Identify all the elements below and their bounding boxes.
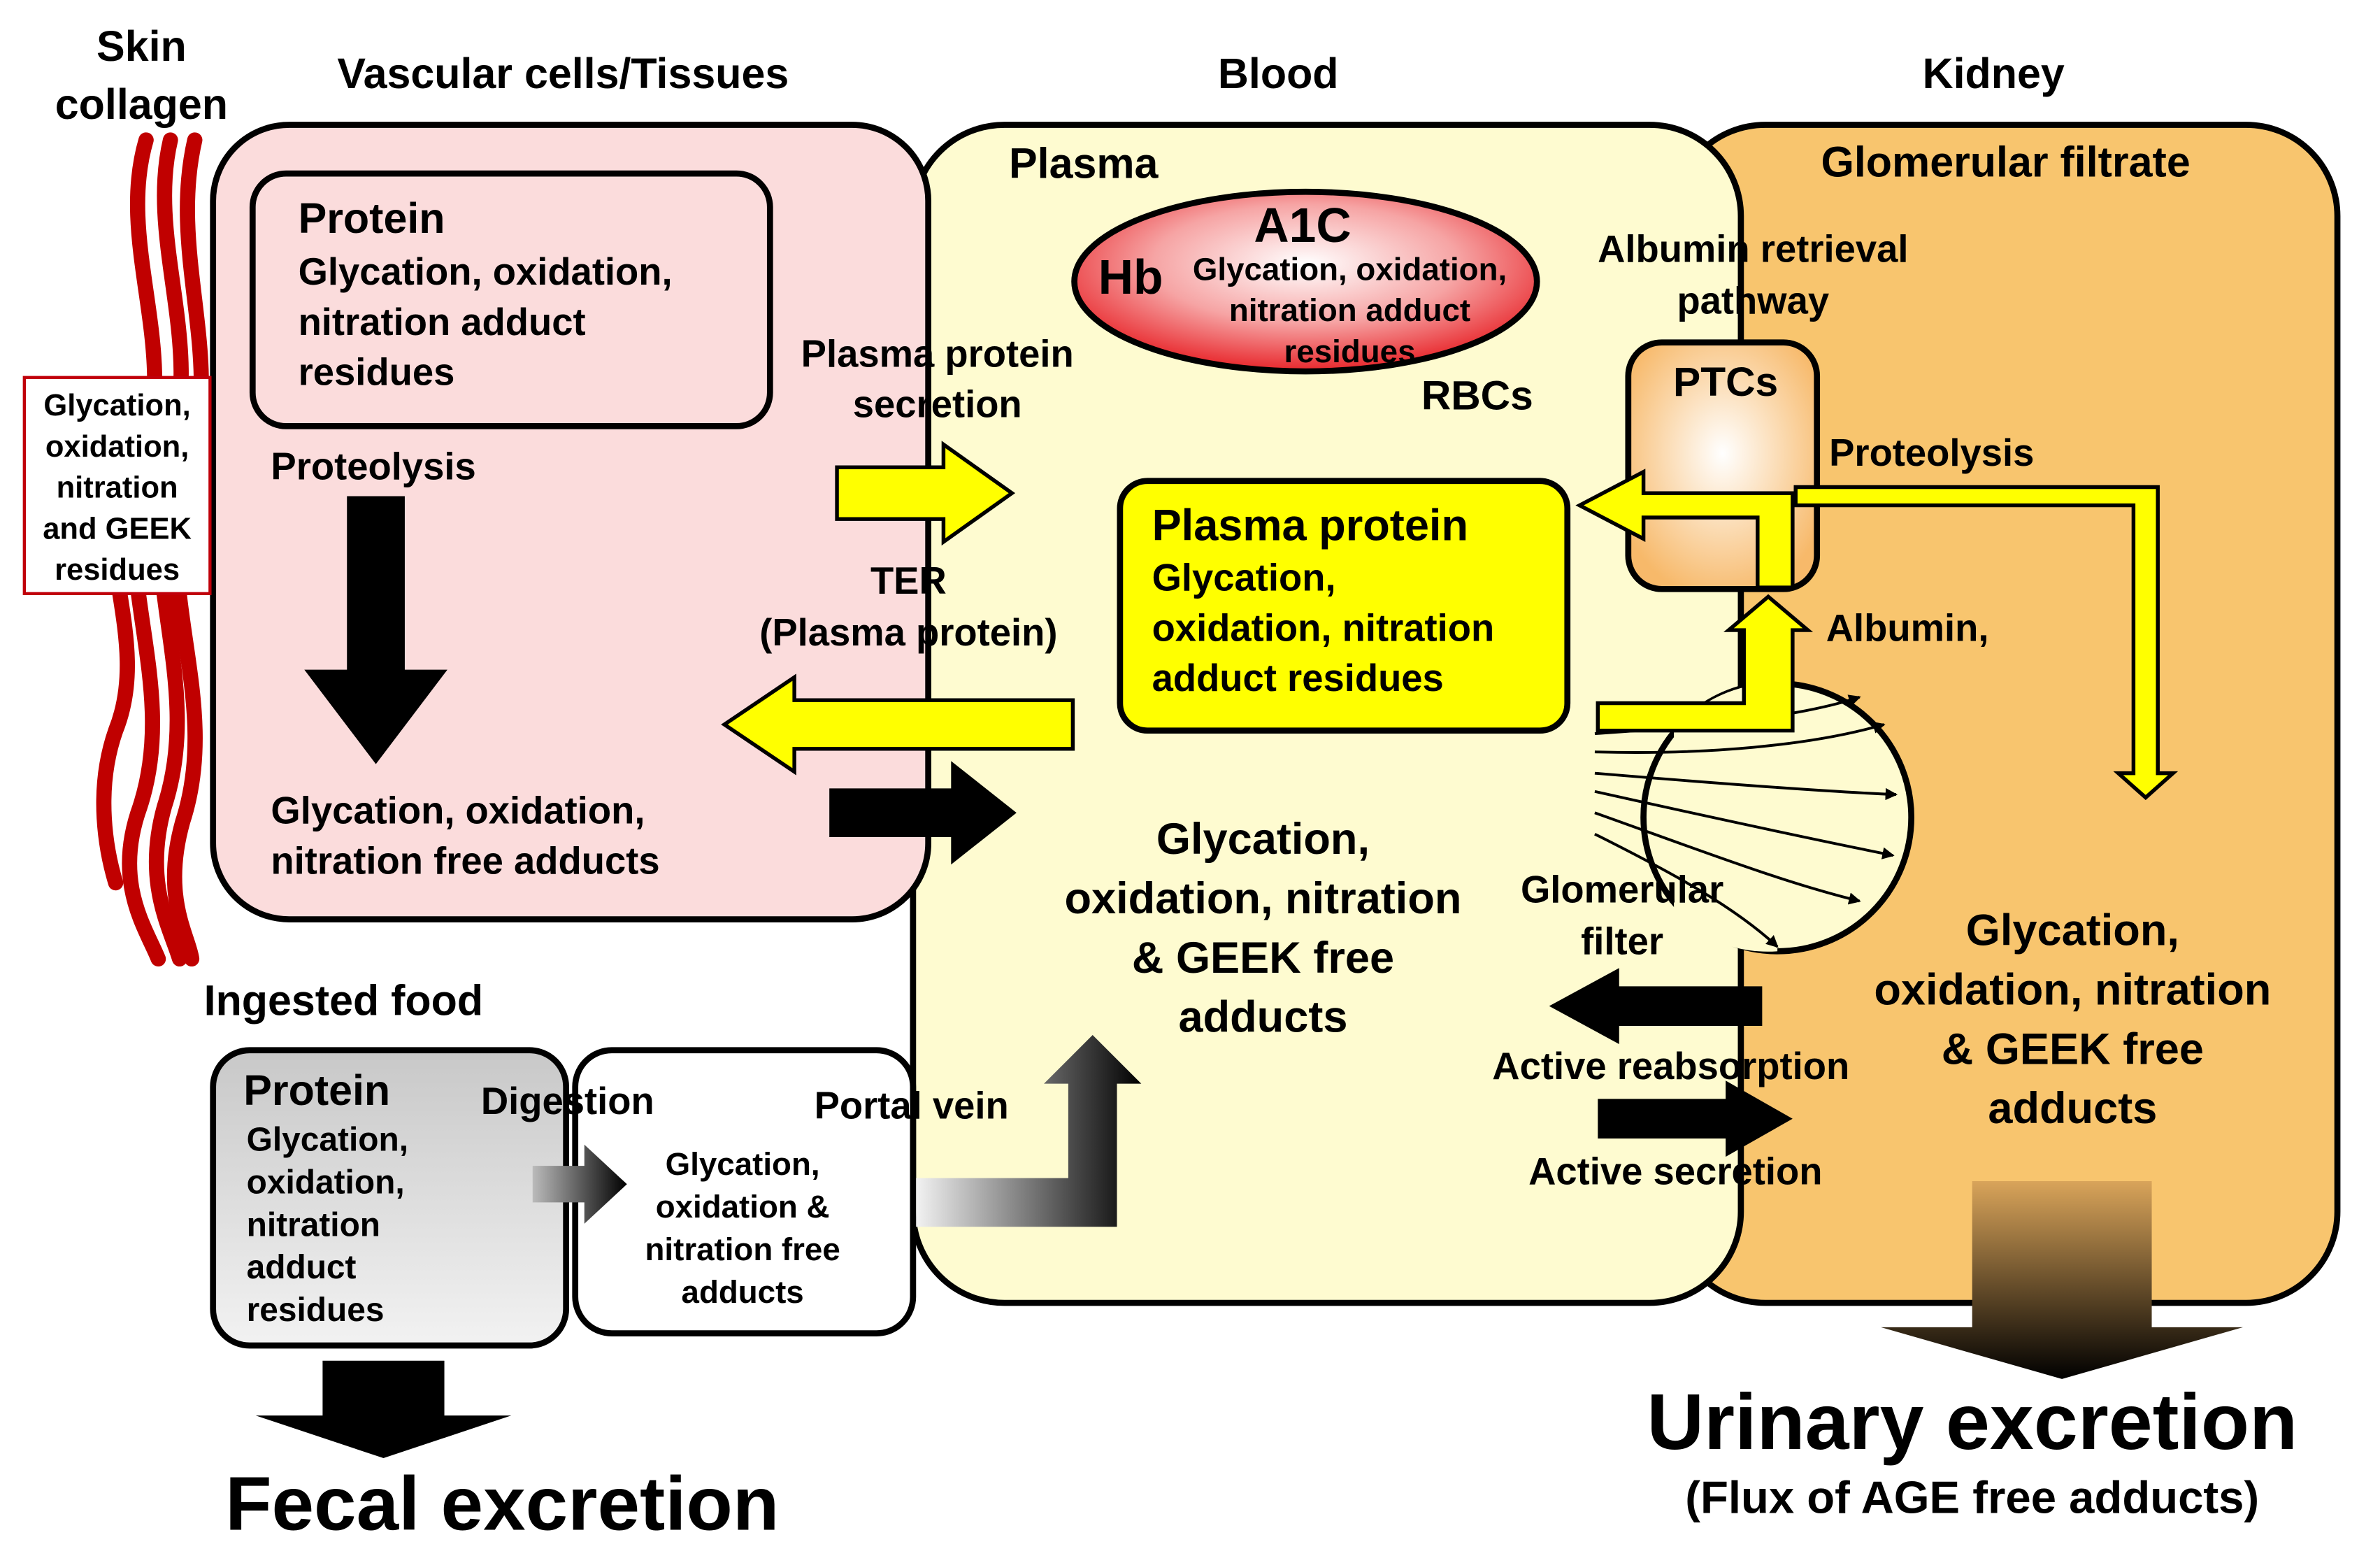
food-free-line3: nitration free: [645, 1232, 840, 1267]
vascular-protein-title: Protein: [299, 194, 445, 242]
skin-residues-line5: residues: [55, 553, 180, 587]
kidney-proteolysis-label: Proteolysis: [1829, 431, 2034, 474]
fecal-excretion-label: Fecal excretion: [225, 1461, 779, 1546]
active-reabsorption-arrow: [1549, 968, 1763, 1045]
ingested-food-label: Ingested food: [204, 977, 483, 1025]
blood-free-adducts-line2: oxidation, nitration: [1064, 874, 1461, 923]
kidney-free-adducts-line2: oxidation, nitration: [1874, 965, 2271, 1014]
vascular-heading: Vascular cells/Tissues: [337, 50, 789, 97]
ter-line2: (Plasma protein): [759, 611, 1057, 654]
food-free-line1: Glycation,: [666, 1146, 820, 1182]
kidney-free-adducts-line3: & GEEK free: [1942, 1025, 2204, 1073]
vascular-protein-line3: residues: [299, 351, 455, 394]
hb-adducts-line3: residues: [1284, 334, 1416, 369]
kidney-heading: Kidney: [1923, 50, 2065, 97]
urinary-excretion-arrow: [1881, 1180, 2244, 1379]
skin-residues-line1: Glycation,: [43, 389, 190, 422]
vascular-proteolysis-label: Proteolysis: [271, 445, 475, 488]
kidney-free-adducts-line4: adducts: [1988, 1084, 2157, 1133]
vascular-protein-line2: nitration adduct: [299, 301, 586, 343]
skin-residues-line2: oxidation,: [45, 430, 189, 464]
active-secretion-arrow: [1598, 1080, 1793, 1157]
food-protein-line1: Glycation,: [247, 1121, 408, 1158]
skin-heading-line1: Skin: [96, 22, 187, 70]
blood-free-adducts-line4: adducts: [1178, 993, 1347, 1042]
food-protein-line3: nitration: [247, 1206, 380, 1243]
vascular-free-adducts-line2: nitration free adducts: [271, 839, 659, 882]
hb-adducts-line1: Glycation, oxidation,: [1193, 251, 1507, 287]
blood-heading: Blood: [1218, 50, 1339, 97]
food-protein-line5: residues: [247, 1292, 385, 1329]
active-reabsorption-label: Active reabsorption: [1492, 1045, 1849, 1087]
skin-residues-line4: and GEEK: [43, 512, 192, 545]
blood-free-adducts-line1: Glycation,: [1156, 815, 1370, 864]
ter-line1: TER: [870, 559, 947, 602]
skin-residues-line3: nitration: [57, 471, 178, 505]
rbcs-label: RBCs: [1421, 373, 1533, 418]
urinary-excretion-label: Urinary excretion: [1647, 1378, 2297, 1466]
food-protein-title: Protein: [243, 1066, 390, 1114]
vascular-protein-line1: Glycation, oxidation,: [299, 250, 673, 293]
food-protein-line4: adduct: [247, 1249, 357, 1286]
skin-residues-box: [22, 376, 212, 595]
digestion-arrow: [532, 1144, 627, 1224]
secretion-arrow: [835, 441, 1016, 546]
food-free-line4: adducts: [682, 1274, 804, 1310]
portal-vein-arrow: [916, 1035, 1142, 1227]
blood-free-adducts-line3: & GEEK free: [1132, 934, 1394, 983]
ptcs-label: PTCs: [1673, 359, 1778, 405]
vascular-protein-box: [249, 170, 773, 429]
ptc-proteolysis-arrow: [1793, 485, 2179, 801]
albumin-label: Albumin,: [1826, 606, 1989, 649]
skin-heading-line2: collagen: [55, 80, 228, 128]
glomerular-filter-line1: Glomerular: [1521, 869, 1723, 911]
a1c-label: A1C: [1254, 198, 1351, 252]
albumin-uptake-arrow: [1596, 594, 1814, 733]
digestion-label: Digestion: [481, 1080, 654, 1122]
kidney-free-adducts-line1: Glycation,: [1966, 906, 2179, 955]
plasma-protein-line3: adduct residues: [1152, 657, 1444, 699]
food-protein-line2: oxidation,: [247, 1164, 405, 1201]
albumin-retrieval-line1: Albumin retrieval: [1598, 227, 1908, 270]
portal-vein-label: Portal vein: [815, 1085, 1009, 1127]
proteolysis-arrow: [304, 496, 447, 764]
albumin-retrieval-line2: pathway: [1677, 279, 1829, 322]
plasma-protein-box: [1117, 478, 1571, 734]
urinary-excretion-subtitle: (Flux of AGE free adducts): [1685, 1471, 2259, 1522]
plasma-protein-secretion-line2: secretion: [853, 383, 1022, 425]
free-adducts-to-blood-arrow: [829, 761, 1017, 865]
glomerular-filtrate-label: Glomerular filtrate: [1821, 138, 2190, 185]
plasma-protein-line1: Glycation,: [1152, 556, 1336, 599]
hb-label: Hb: [1098, 250, 1163, 304]
plasma-protein-title: Plasma protein: [1152, 501, 1468, 550]
plasma-label: Plasma: [1009, 140, 1159, 187]
food-free-line2: oxidation &: [656, 1189, 830, 1225]
plasma-protein-secretion-line1: Plasma protein: [801, 333, 1074, 376]
albumin-return-arrow: [1575, 469, 1795, 590]
plasma-protein-line2: oxidation, nitration: [1152, 606, 1495, 649]
fecal-excretion-arrow: [255, 1360, 512, 1459]
hb-rbc-ellipse: [1071, 188, 1540, 375]
glomerular-filter-line2: filter: [1581, 920, 1663, 963]
active-secretion-label: Active secretion: [1528, 1150, 1822, 1192]
ter-arrow: [721, 673, 1075, 776]
vascular-free-adducts-line1: Glycation, oxidation,: [271, 789, 645, 831]
hb-adducts-line2: nitration adduct: [1229, 292, 1470, 328]
